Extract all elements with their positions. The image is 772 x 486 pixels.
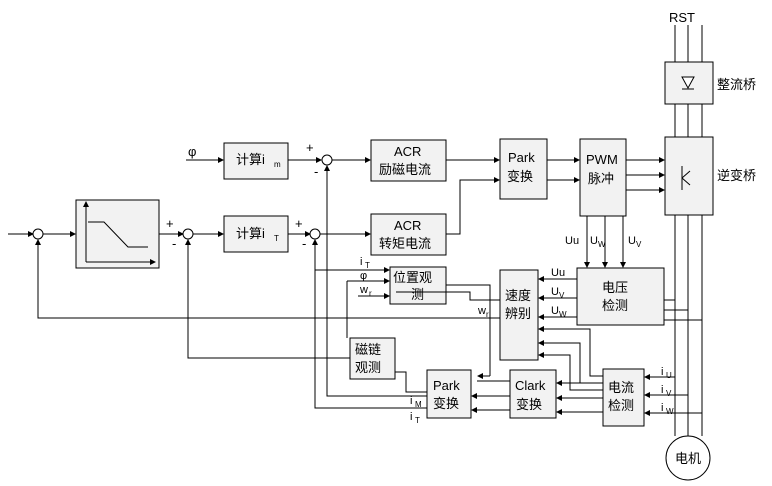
rectifier-label: 整流桥 <box>717 77 756 92</box>
acr-excitation-block <box>370 139 447 182</box>
calc-it-block <box>223 215 289 253</box>
svg-text:Park: Park <box>433 378 460 393</box>
iu-label: i <box>661 366 663 378</box>
pwm-to-inverter-wires <box>626 157 665 193</box>
flux-observe-block <box>349 337 396 380</box>
summer-torque <box>288 228 371 240</box>
voltage-taps <box>664 299 702 321</box>
speed-input-path <box>8 228 76 240</box>
volt-to-speed-wires <box>538 276 577 320</box>
svg-text:脉冲: 脉冲 <box>588 171 614 186</box>
svg-text:T: T <box>365 261 370 270</box>
rst-label: RST <box>669 10 695 25</box>
svg-text:变换: 变换 <box>433 396 459 411</box>
svg-text:r: r <box>486 310 489 319</box>
svg-text:V: V <box>636 240 642 249</box>
svg-text:V: V <box>666 389 672 398</box>
svg-text:-: - <box>302 236 306 251</box>
svg-text:-: - <box>314 164 318 179</box>
ramp-block <box>75 199 160 269</box>
svg-text:磁链: 磁链 <box>355 342 381 357</box>
svg-text:φ: φ <box>360 270 367 282</box>
svg-text:U: U <box>628 235 636 247</box>
svg-text:速度: 速度 <box>505 288 531 303</box>
svg-text:辨别: 辨别 <box>505 306 531 321</box>
svg-text:M: M <box>415 400 422 409</box>
current-detect-block <box>602 368 645 427</box>
svg-text:+: + <box>295 216 303 231</box>
current-to-clark-wires <box>556 380 603 415</box>
motor-label: 电机 <box>675 451 701 466</box>
park-forward-block <box>499 138 548 200</box>
svg-text:w: w <box>477 305 486 317</box>
voltage-detect-block <box>576 267 665 326</box>
svg-text:测: 测 <box>411 287 424 302</box>
svg-text:Park: Park <box>508 150 535 165</box>
svg-text:变换: 变换 <box>507 169 533 184</box>
position-observe-block <box>389 266 447 305</box>
acr-to-park-wires <box>446 157 500 235</box>
svg-text:i: i <box>360 256 362 268</box>
svg-text:ACR: ACR <box>394 218 421 233</box>
svg-text:Clark: Clark <box>515 378 546 393</box>
park-feedback-block <box>426 369 472 419</box>
svg-text:Uu: Uu <box>565 235 579 247</box>
svg-text:+: + <box>166 216 174 231</box>
park-to-pwm-wires <box>547 157 580 183</box>
svg-text:U: U <box>551 305 559 317</box>
svg-text:位置观: 位置观 <box>393 270 432 285</box>
svg-text:W: W <box>598 240 606 249</box>
calc-im-label: 计算i <box>236 152 265 167</box>
svg-text:Uu: Uu <box>551 267 565 279</box>
svg-text:i: i <box>410 395 412 407</box>
iv-label: i <box>661 384 663 396</box>
svg-text:电压: 电压 <box>602 280 628 295</box>
svg-text:W: W <box>666 407 674 416</box>
pwm-block <box>579 138 627 217</box>
svg-text:T: T <box>274 234 279 243</box>
svg-text:r: r <box>369 289 372 298</box>
flux-observe-wires <box>185 239 427 393</box>
svg-text:U: U <box>666 371 672 380</box>
svg-text:-: - <box>172 236 176 251</box>
clark-block <box>509 369 557 419</box>
svg-text:转矩电流: 转矩电流 <box>379 236 431 251</box>
svg-text:观测: 观测 <box>355 360 381 375</box>
current-taps <box>644 374 702 416</box>
svg-text:励磁电流: 励磁电流 <box>379 162 431 177</box>
svg-text:PWM: PWM <box>586 152 618 167</box>
calc-it-label: 计算i <box>236 226 265 241</box>
rectifier-block <box>664 61 714 105</box>
park-feedback-wires <box>314 165 510 409</box>
speed-identify-block <box>499 269 539 361</box>
svg-text:电流: 电流 <box>608 380 634 395</box>
svg-text:U: U <box>551 286 559 298</box>
svg-text:W: W <box>559 310 567 319</box>
acr-torque-block <box>370 213 447 256</box>
pwm-voltage-wires <box>584 216 626 268</box>
svg-text:i: i <box>410 411 412 423</box>
phi-input-label: φ <box>188 144 196 159</box>
speed-feedback-wire <box>35 239 500 319</box>
inverter-block <box>664 136 714 216</box>
svg-text:w: w <box>359 284 368 296</box>
clark-to-park-wires <box>471 393 510 413</box>
summer-speed <box>159 228 224 240</box>
svg-text:m: m <box>274 160 281 169</box>
flux-input-path <box>186 142 371 180</box>
svg-text:T: T <box>415 416 420 425</box>
svg-text:V: V <box>559 291 565 300</box>
iw-label: i <box>661 402 663 414</box>
svg-text:检测: 检测 <box>608 398 634 413</box>
svg-text:变换: 变换 <box>516 397 542 412</box>
svg-text:ACR: ACR <box>394 144 421 159</box>
motor-symbol <box>665 435 711 481</box>
svg-text:+: + <box>306 140 314 155</box>
inverter-label: 逆变桥 <box>717 168 756 183</box>
svg-text:检测: 检测 <box>602 298 628 313</box>
svg-text:U: U <box>590 235 598 247</box>
